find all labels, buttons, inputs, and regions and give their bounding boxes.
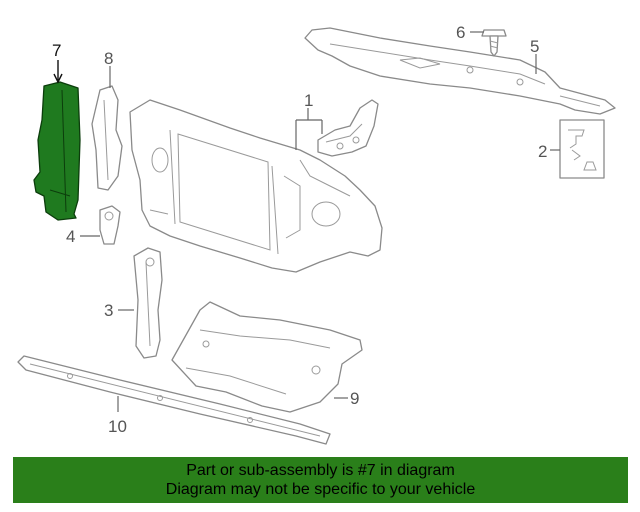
- callout-3: 3: [104, 301, 113, 320]
- callout-6: 6: [456, 23, 465, 42]
- info-banner: Part or sub-assembly is #7 in diagram Di…: [13, 457, 628, 503]
- part-1-bracket[interactable]: [317, 99, 379, 157]
- part-3-bracket[interactable]: [133, 247, 163, 359]
- part-6-screw[interactable]: [481, 29, 507, 57]
- callout-9: 9: [350, 389, 359, 408]
- leader-7-arrow: [53, 73, 63, 84]
- callout-4: 4: [66, 227, 75, 246]
- banner-line-1: Part or sub-assembly is #7 in diagram: [186, 462, 455, 479]
- part-2-label[interactable]: [559, 119, 605, 179]
- radiator-support[interactable]: [129, 99, 383, 273]
- callout-10: 10: [108, 417, 127, 436]
- part-10-deflector[interactable]: [17, 355, 331, 445]
- callout-1: 1: [304, 91, 313, 110]
- callout-2: 2: [538, 142, 547, 161]
- part-5-upper-cover[interactable]: [304, 27, 616, 115]
- parts-diagram: 1 2 3 4 5 6 7 8 9 10: [17, 23, 616, 445]
- leader-1: [295, 108, 323, 150]
- callout-7: 7: [52, 41, 61, 60]
- part-4-clip[interactable]: [99, 205, 121, 245]
- callout-8: 8: [104, 49, 113, 68]
- part-7-air-baffle[interactable]: [33, 81, 81, 221]
- part-8-seal[interactable]: [91, 85, 123, 191]
- part-9-lower-shield[interactable]: [171, 301, 363, 413]
- banner-line-2: Diagram may not be specific to your vehi…: [165, 481, 476, 498]
- callout-5: 5: [530, 37, 539, 56]
